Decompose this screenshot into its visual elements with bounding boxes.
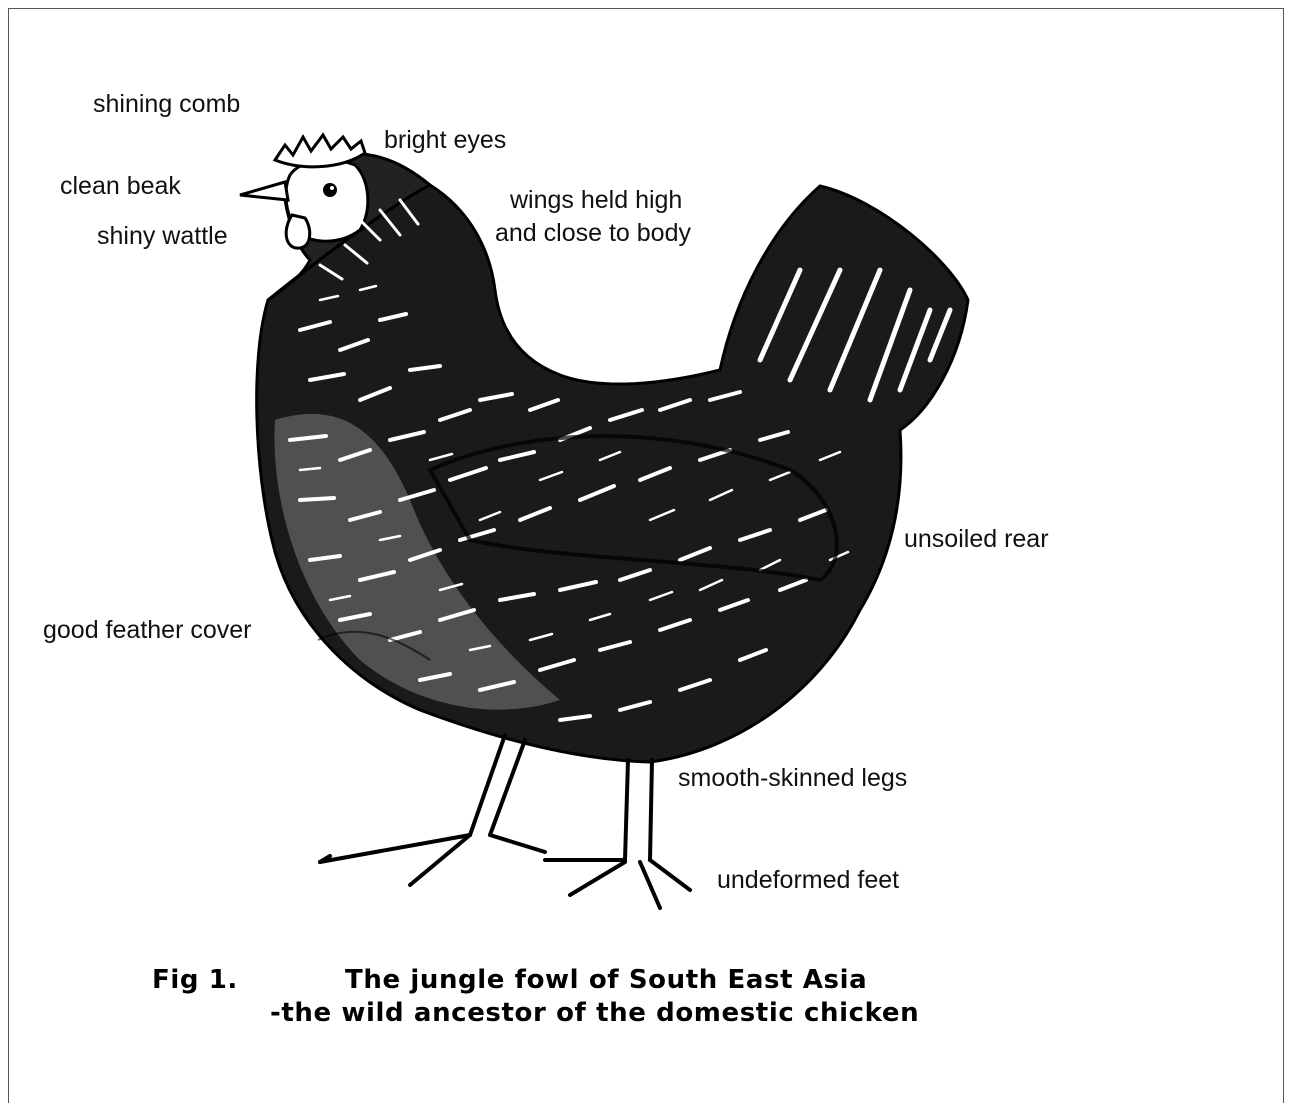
chicken-body bbox=[257, 185, 968, 762]
label-bright-eyes: bright eyes bbox=[384, 124, 506, 157]
label-clean-beak: clean beak bbox=[60, 170, 181, 203]
label-good-feather-cover: good feather cover bbox=[43, 614, 251, 647]
label-smooth-skinned-legs: smooth-skinned legs bbox=[678, 762, 907, 795]
beak-shape bbox=[240, 182, 288, 200]
wattle-shape bbox=[286, 215, 310, 248]
label-wings-line1: wings held high bbox=[510, 184, 682, 217]
figure-title-line2: -the wild ancestor of the domestic chick… bbox=[270, 996, 919, 1030]
label-wings-line2: and close to body bbox=[495, 217, 691, 250]
label-shining-comb: shining comb bbox=[93, 88, 240, 121]
figure-number: Fig 1. bbox=[152, 963, 238, 997]
label-unsoiled-rear: unsoiled rear bbox=[904, 523, 1049, 556]
label-undeformed-feet: undeformed feet bbox=[717, 864, 899, 897]
label-shiny-wattle: shiny wattle bbox=[97, 220, 228, 253]
eye-shape bbox=[323, 183, 337, 197]
figure-title-line1: The jungle fowl of South East Asia bbox=[345, 963, 867, 997]
